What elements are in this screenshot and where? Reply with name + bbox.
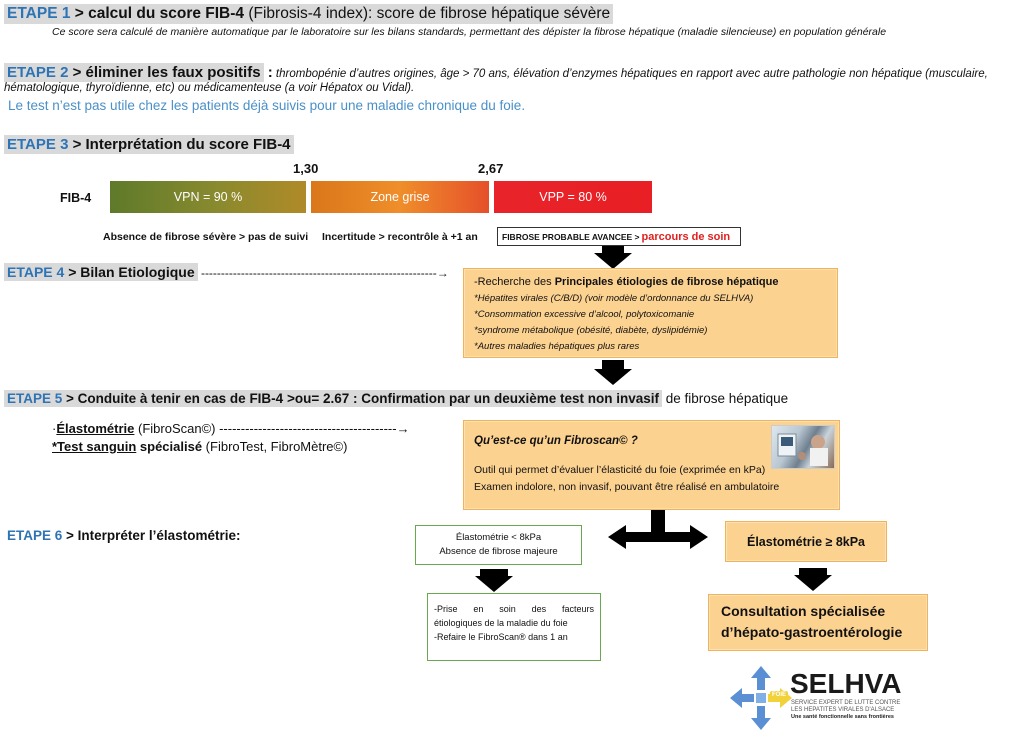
- step4-title: > Bilan Etiologique: [64, 264, 195, 280]
- step5-title-rest: de fibrose hépatique: [662, 391, 789, 406]
- desc-red: FIBROSE PROBABLE AVANCEE >: [502, 231, 640, 242]
- double-arrow: [608, 510, 708, 549]
- arrow-down-2-stem: [602, 360, 624, 370]
- step4-label: ETAPE 4: [7, 264, 65, 280]
- consultation-line1: Consultation spécialisée: [721, 603, 886, 619]
- etiology-item: *Consommation excessive d’alcool, polyto…: [474, 309, 695, 320]
- test-sanguin-label: *Test sanguin: [52, 439, 137, 454]
- step2-line2: hématologique, thyroïdienne, etc) ou méd…: [4, 82, 415, 94]
- selhva-sub1: SERVICE EXPERT DE LUTTE CONTRE: [791, 700, 901, 706]
- step5-label: ETAPE 5: [7, 391, 63, 406]
- zone-vpn: VPN = 90 %: [110, 181, 306, 213]
- step5-header: ETAPE 5 > Conduite à tenir en cas de FIB…: [4, 390, 663, 407]
- zone-grise-label: Zone grise: [370, 190, 430, 204]
- arrow-down-2: [594, 369, 632, 385]
- step6-title: > Interpréter l’élastométrie:: [62, 528, 241, 543]
- step1-title: > calcul du score FIB-4: [70, 5, 245, 22]
- low-result-line2: étiologiques de la maladie du foie: [434, 618, 568, 628]
- consultation-line2: d’hépato-gastroentérologie: [721, 624, 903, 640]
- etiology-item: *syndrome métabolique (obésité, diabète,…: [474, 325, 708, 336]
- fibroscan-line2: Examen indolore, non invasif, pouvant êt…: [474, 481, 780, 493]
- step3-label: ETAPE 3: [7, 136, 69, 153]
- step4-header-row: ETAPE 4 > Bilan Etiologique ------------…: [4, 263, 449, 281]
- selhva-badge: FOIE: [770, 691, 789, 699]
- option-elastometrie: ·Élastométrie (FibroScan©) -------------…: [52, 421, 410, 436]
- step3-title: > Interprétation du score FIB-4: [68, 136, 291, 153]
- step6-label: ETAPE 6: [7, 528, 63, 543]
- elasto-low-line1: Élastométrie < 8kPa: [455, 532, 542, 543]
- step1-title-rest: (Fibrosis-4 index): score de fibrose hép…: [244, 5, 611, 22]
- etiology-item: *Autres maladies hépatiques plus rares: [474, 341, 640, 352]
- step1-header: ETAPE 1 > calcul du score FIB-4 (Fibrosi…: [4, 4, 614, 24]
- step3-header: ETAPE 3 > Interprétation du score FIB-4: [4, 135, 294, 154]
- step5-title: > Conduite à tenir en cas de FIB-4 >ou= …: [62, 391, 660, 406]
- fibroscan-title: Qu’est-ce qu’un Fibroscan© ?: [474, 435, 638, 447]
- tick-1-30: 1,30: [293, 161, 319, 176]
- tick-2-67: 2,67: [478, 161, 504, 176]
- step5-header-row: ETAPE 5 > Conduite à tenir en cas de FIB…: [4, 390, 789, 407]
- arrow-down-1: [594, 253, 632, 269]
- step4-dashes: ----------------------------------------…: [197, 266, 449, 280]
- etiologies-intro: -Recherche des Principales étiologies de…: [474, 276, 779, 288]
- step1-label: ETAPE 1: [7, 5, 71, 22]
- step2-label: ETAPE 2: [7, 64, 69, 81]
- zone-grise: Zone grise: [311, 181, 489, 213]
- arrow-down-4-stem: [799, 568, 827, 576]
- step2-line1: thrombopénie d’autres origines, âge > 70…: [272, 68, 988, 80]
- step6-header: ETAPE 6 > Interpréter l’élastométrie:: [4, 527, 244, 544]
- elastometrie-label: Élastométrie: [56, 421, 135, 436]
- consultation-box: Consultation spécialisée d’hépato-gastro…: [708, 594, 928, 651]
- selhva-name: SELHVA: [790, 668, 902, 699]
- low-result-line1: -Prise en soin des facteurs: [434, 604, 594, 614]
- step2-block: ETAPE 2 > éliminer les faux positifs : t…: [4, 63, 1019, 83]
- elasto-low-box: Élastométrie < 8kPa Absence de fibrose m…: [415, 525, 582, 565]
- step2-header: ETAPE 2 > éliminer les faux positifs: [4, 63, 264, 82]
- fibroscan-photo-icon: [777, 433, 828, 466]
- step2-title: > éliminer les faux positifs: [68, 64, 261, 81]
- step4-header: ETAPE 4 > Bilan Etiologique: [4, 263, 198, 281]
- etiologies-box: -Recherche des Principales étiologies de…: [463, 268, 838, 358]
- desc-red-highlight: parcours de soin: [641, 230, 731, 243]
- step2-blue-note: Le test n’est pas utile chez les patient…: [8, 98, 526, 113]
- step1-note: Ce score sera calculé de manière automat…: [52, 26, 887, 38]
- elasto-low-result: -Prise en soin des facteurs étiologiques…: [427, 593, 601, 661]
- arrow-down-3: [475, 576, 513, 592]
- etiology-item: *Hépatites virales (C/B/D) (voir modèle …: [474, 293, 754, 304]
- fibroscan-line1: Outil qui permet d’évaluer l’élasticité …: [474, 464, 766, 476]
- zone-vpn-label: VPN = 90 %: [173, 190, 243, 204]
- selhva-sub3: Une santé fonctionnelle sans frontières: [791, 714, 894, 720]
- elasto-low-line2: Absence de fibrose majeure: [439, 546, 558, 557]
- elasto-high-label: Élastométrie ≥ 8kPa: [746, 534, 866, 549]
- option-test-sanguin: *Test sanguin spécialisé (FibroTest, Fib…: [52, 439, 348, 454]
- desc-red-box: FIBROSE PROBABLE AVANCEE > parcours de s…: [497, 227, 741, 246]
- desc-orange: Incertitude > recontrôle à +1 an: [322, 231, 478, 243]
- zone-vpp-label: VPP = 80 %: [539, 190, 607, 204]
- low-result-line3: -Refaire le FibroScan® dans 1 an: [434, 632, 568, 642]
- zone-vpp: VPP = 80 %: [494, 181, 652, 213]
- step2-colon: :: [263, 64, 273, 81]
- elasto-high-box: Élastométrie ≥ 8kPa: [725, 521, 887, 562]
- arrow-down-1-stem: [602, 246, 624, 254]
- arrow-down-3-stem: [480, 569, 508, 577]
- fibroscan-photo: [771, 425, 835, 469]
- fib4-axis-label: FIB-4: [60, 191, 92, 205]
- desc-green: Absence de fibrose sévère > pas de suivi: [103, 231, 309, 243]
- fibroscan-box: Qu’est-ce qu’un Fibroscan© ? Outil qui p…: [463, 420, 840, 510]
- arrow-down-4: [794, 575, 832, 591]
- selhva-sub2: LES HEPATITES VIRALES D'ALSACE: [791, 707, 895, 713]
